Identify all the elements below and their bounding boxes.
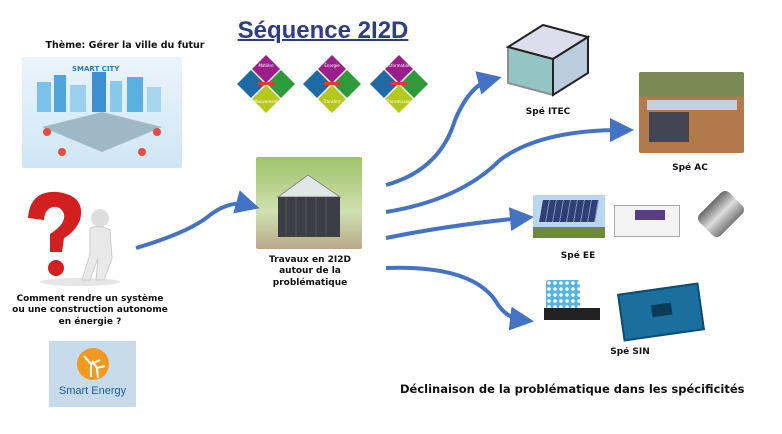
- question-mark-figure-icon: [28, 191, 120, 286]
- problem-question: Comment rendre un système ou une constru…: [12, 294, 168, 327]
- itec-structure-image: [505, 23, 591, 97]
- diamond-bottom-label: Mouvement: [254, 99, 278, 104]
- diamond-top-label: Énergie: [324, 63, 340, 68]
- pillar-diamond: Information Transmission: [370, 55, 428, 113]
- spe-sin-label: Spé SIN: [610, 347, 650, 357]
- spe-ac-label: Spé AC: [672, 163, 708, 173]
- center-text: Travaux en 2I2D autour de la problématiq…: [269, 255, 351, 288]
- city-illustration-icon: [37, 72, 162, 156]
- veranda-roof: [647, 100, 737, 110]
- wind-turbine-icon: [77, 348, 109, 380]
- arrow-to-sin: [385, 265, 534, 331]
- pillar-diamond: Matière Mouvement: [237, 55, 295, 113]
- smart-city-label: SMART CITY: [72, 65, 120, 73]
- diamond-top-label: Matière: [258, 63, 274, 68]
- ac-building-image: [639, 72, 744, 153]
- smart-city-image: SMART CITY: [22, 57, 182, 168]
- arrow-to-ac: [385, 118, 634, 214]
- arrow-to-ee: [385, 207, 534, 240]
- pillar-diamond-icon: [303, 55, 361, 113]
- pillar-diamond-icon: [370, 55, 428, 113]
- sensor-image: [540, 280, 605, 330]
- theme-text: Thème: Gérer la ville du futur: [45, 40, 205, 51]
- battery-image: [614, 205, 680, 237]
- page-title: Séquence 2I2D: [237, 17, 409, 44]
- pillar-diamond: Énergie Transfert: [303, 55, 361, 113]
- arrow-to-itec: [385, 71, 502, 187]
- greenhouse-icon: [276, 174, 342, 237]
- spe-ee-label: Spé EE: [560, 251, 596, 261]
- diamond-bottom-label: Transmission: [386, 99, 412, 104]
- arrow-to-travaux: [135, 190, 260, 250]
- smart-energy-label: Smart Energy: [58, 385, 127, 397]
- motor-image: [692, 188, 747, 240]
- diamond-bottom-label: Transfert: [323, 99, 341, 104]
- diamond-top-label: Information: [387, 63, 411, 68]
- greenhouse-image: [256, 157, 362, 249]
- smart-energy-logo: Smart Energy: [49, 341, 136, 407]
- footer-text: Déclinaison de la problématique dans les…: [400, 382, 745, 396]
- solar-panel-image: [533, 195, 605, 238]
- veranda-windows: [649, 112, 689, 142]
- spe-itec-label: Spé ITEC: [525, 107, 571, 117]
- pillar-diamond-icon: [237, 55, 295, 113]
